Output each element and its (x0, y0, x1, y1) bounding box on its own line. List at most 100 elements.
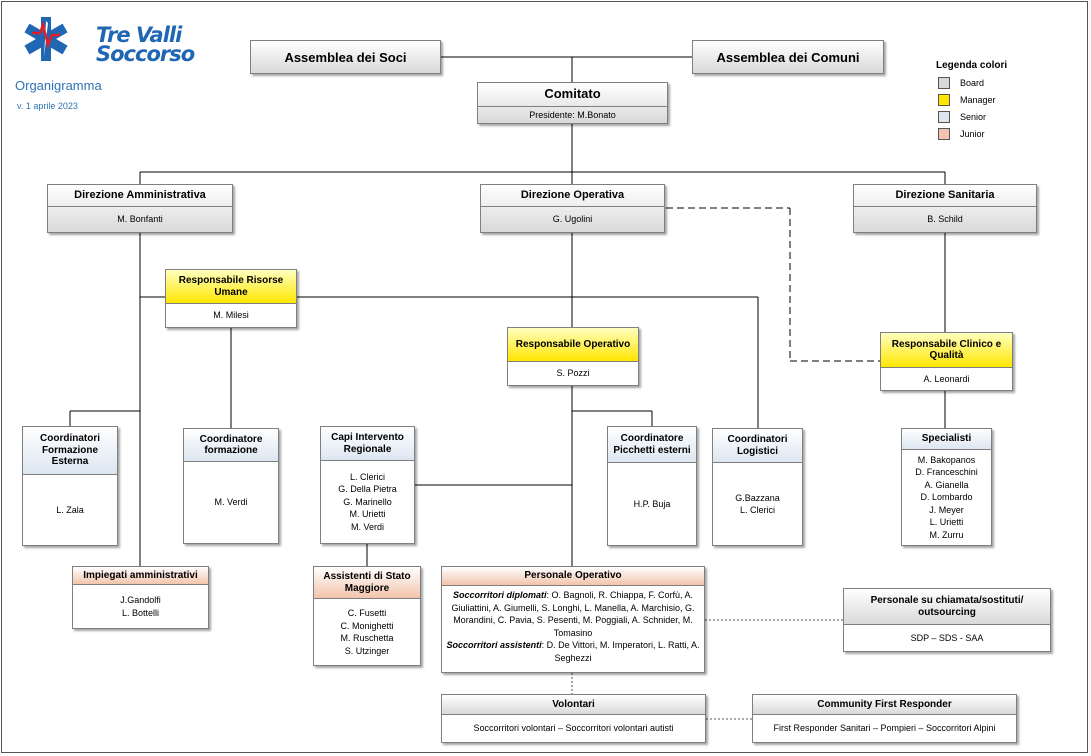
specialisti-member: D. Lombardo (920, 492, 973, 503)
direzione-sanitaria-body: B. Schild (927, 214, 963, 225)
legend-item: Manager (936, 91, 1007, 108)
specialisti-member: M. Bakopanos (917, 454, 976, 465)
capi-member: M. Urietti (349, 509, 386, 520)
legend-swatch-manager (938, 93, 950, 106)
impiegati-member: L. Bottelli (121, 607, 160, 618)
capi-intervento-body: L. Clerici G. Della Pietra G. Marinello … (321, 461, 414, 543)
impiegati-member: J.Gandolfi (120, 595, 161, 605)
comitato-box: Comitato Presidente: M.Bonato (477, 82, 668, 124)
coordinatore-formazione-box: Coordinatore formazione M. Verdi (183, 428, 279, 544)
legend-title: Legenda colori (936, 60, 1008, 71)
responsabile-clinico-title: Responsabile Clinico e Qualità (881, 333, 1012, 368)
community-first-responder-title: Community First Responder (753, 695, 1016, 715)
specialisti-member: D. Franceschini (915, 467, 978, 478)
volontari-body: Soccorritori volontari – Soccorritori vo… (473, 723, 674, 734)
legend-item: Senior (936, 108, 1007, 125)
legend-label: Senior (960, 111, 987, 122)
legend-label: Board (960, 77, 985, 88)
logo: Tre Valli Soccorso (18, 14, 195, 65)
responsabile-operativo-body: S. Pozzi (556, 368, 590, 379)
legend-swatch-junior (938, 127, 950, 140)
legend-swatch-board (938, 76, 950, 89)
capi-member: G. Della Pietra (338, 484, 397, 495)
legend-swatch-senior (938, 110, 950, 123)
soccorritori-assistenti-list: : D. De Vittori, M. Imperatori, L. Ratti… (541, 640, 700, 663)
direzione-operativa-box: Direzione Operativa G. Ugolini (480, 184, 665, 233)
personale-chiamata-title: Personale su chiamata/sostituti/ outsour… (844, 589, 1050, 625)
capi-member: L. Clerici (349, 471, 385, 482)
coordinatori-logistici-title: Coordinatori Logistici (713, 429, 802, 463)
capi-member: G. Marinello (343, 496, 392, 507)
brand-name: Tre Valli Soccorso (96, 23, 195, 66)
document-version: v. 1 aprile 2023 (17, 101, 78, 111)
coordinatore-formazione-title: Coordinatore formazione (184, 429, 278, 462)
capi-intervento-box: Capi Intervento Regionale L. Clerici G. … (320, 426, 415, 544)
capi-member: M. Verdi (350, 521, 384, 532)
community-first-responder-body: First Responder Sanitari – Pompieri – So… (773, 723, 996, 734)
assemblea-soci-box: Assemblea dei Soci (250, 40, 441, 74)
direzione-amministrativa-box: Direzione Amministrativa M. Bonfanti (47, 184, 233, 233)
personale-operativo-box: Personale Operativo Soccorritori diploma… (441, 566, 705, 673)
responsabile-operativo-box: Responsabile Operativo S. Pozzi (507, 327, 639, 386)
impiegati-amministrativi-body: J.Gandolfi L. Bottelli (73, 585, 208, 628)
assistenti-stato-maggiore-body: C. Fusetti C. Monighetti M. Ruschetta S.… (314, 599, 420, 665)
logistici-member: G.Bazzana (735, 492, 780, 503)
direzione-amministrativa-title: Direzione Amministrativa (48, 185, 232, 207)
assistenti-member: M. Ruschetta (340, 633, 394, 643)
assemblea-comuni-box: Assemblea dei Comuni (692, 40, 884, 74)
specialisti-title: Specialisti (902, 429, 991, 450)
comitato-body: Presidente: M.Bonato (529, 109, 616, 120)
logistici-member: L. Clerici (739, 505, 775, 515)
assistenti-member: C. Monighetti (340, 620, 394, 631)
coordinatore-picchetti-box: Coordinatore Picchetti esterni H.P. Buja (607, 426, 697, 546)
legend-item: Junior (936, 125, 1007, 142)
star-of-life-icon (24, 17, 68, 61)
coordinatori-formazione-esterna-title: Coordinatori Formazione Esterna (23, 427, 117, 475)
assistenti-stato-maggiore-title: Assistenti di Stato Maggiore (314, 567, 420, 599)
assemblea-soci-title: Assemblea dei Soci (284, 49, 407, 65)
soccorritori-diplomati-label: Soccorritori diplomati (452, 590, 547, 600)
impiegati-amministrativi-box: Impiegati amministrativi J.Gandolfi L. B… (72, 566, 209, 629)
specialisti-member: J. Meyer (929, 504, 964, 515)
direzione-operativa-body: G. Ugolini (552, 214, 593, 225)
volontari-title: Volontari (442, 695, 705, 715)
direzione-amministrativa-body: M. Bonfanti (117, 214, 163, 225)
personale-operativo-body: Soccorritori diplomati: O. Bagnoli, R. C… (442, 586, 704, 667)
volontari-box: Volontari Soccorritori volontari – Socco… (441, 694, 706, 743)
soccorritori-assistenti-label: Soccorritori assistenti (446, 640, 542, 650)
direzione-sanitaria-title: Direzione Sanitaria (854, 185, 1036, 207)
responsabile-operativo-title: Responsabile Operativo (508, 328, 638, 362)
specialisti-body: M. Bakopanos D. Franceschini A. Gianella… (902, 450, 991, 545)
capi-intervento-title: Capi Intervento Regionale (321, 427, 414, 461)
specialisti-member: L. Urietti (929, 517, 964, 528)
specialisti-box: Specialisti M. Bakopanos D. Franceschini… (901, 428, 992, 546)
comitato-title: Comitato (478, 83, 667, 107)
assistenti-stato-maggiore-box: Assistenti di Stato Maggiore C. Fusetti … (313, 566, 421, 666)
coordinatori-formazione-esterna-body: L. Zala (56, 504, 84, 515)
personale-chiamata-box: Personale su chiamata/sostituti/ outsour… (843, 588, 1051, 652)
responsabile-risorse-umane-box: Responsabile Risorse Umane M. Milesi (165, 269, 297, 328)
legend-label: Manager (960, 94, 996, 105)
responsabile-clinico-body: A. Leonardi (923, 373, 970, 384)
assemblea-comuni-title: Assemblea dei Comuni (716, 49, 860, 65)
specialisti-member: A. Gianella (924, 479, 969, 490)
direzione-operativa-title: Direzione Operativa (481, 185, 664, 207)
coordinatori-formazione-esterna-box: Coordinatori Formazione Esterna L. Zala (22, 426, 118, 546)
legend-label: Junior (960, 128, 985, 139)
assistenti-member: S. Utzinger (344, 645, 390, 656)
impiegati-amministrativi-title: Impiegati amministrativi (73, 567, 208, 585)
soccorritori-diplomati-list: : O. Bagnoli, R. Chiappa, F. Corfù, A. G… (451, 590, 695, 638)
responsabile-clinico-box: Responsabile Clinico e Qualità A. Leonar… (880, 332, 1013, 391)
coordinatori-logistici-body: G.Bazzana L. Clerici (713, 463, 802, 545)
coordinatori-logistici-box: Coordinatori Logistici G.Bazzana L. Cler… (712, 428, 803, 546)
document-title: Organigramma (15, 78, 102, 93)
coordinatore-picchetti-body: H.P. Buja (633, 498, 671, 509)
direzione-sanitaria-box: Direzione Sanitaria B. Schild (853, 184, 1037, 233)
specialisti-member: M. Zurru (929, 529, 964, 540)
coordinatore-formazione-body: M. Verdi (214, 497, 248, 508)
responsabile-risorse-umane-body: M. Milesi (213, 310, 249, 321)
legend-item: Board (936, 74, 1007, 91)
personale-chiamata-body: SDP – SDS - SAA (910, 632, 984, 643)
responsabile-risorse-umane-title: Responsabile Risorse Umane (166, 270, 296, 304)
